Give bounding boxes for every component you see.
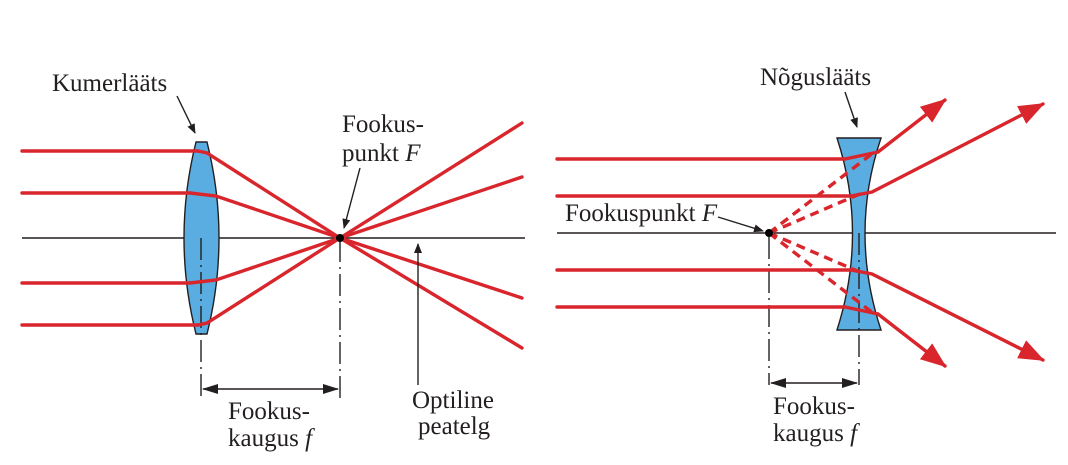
refracted-ray-4 [196,121,524,327]
focus-pointer-left [342,167,361,229]
diverging-ray-4 [843,305,947,368]
focus-label-left-line1: Fookus- [342,111,424,138]
focus-label-right: Fookuspunkt F [565,200,718,227]
convex-lens-label: Kumerlääts [52,70,167,97]
concave-lens-label: Nõguslääts [760,64,871,91]
focus-pointer-right [717,216,764,233]
concave-lens-diagram: Nõguslääts Fookuspunkt F Fookus- kaugus … [555,64,1056,447]
focal-point-right [765,229,773,237]
refracted-ray-3 [188,175,524,285]
focal-distance-label-left-line1: Fookus- [228,398,310,425]
virtual-ray-4 [767,231,875,315]
optical-axis-label-line2: peatelg [418,413,491,440]
virtual-ray-3 [768,231,863,275]
virtual-ray-2 [768,191,863,235]
concave-lens-pointer [844,91,858,128]
convex-lens-pointer [176,95,196,134]
refracted-ray-1 [196,149,524,350]
focal-distance-label-left-line2: kaugus f [228,425,315,452]
convex-lens-diagram: Kumerlääts Fookus- punkt F Optiline peat… [20,70,525,452]
focal-point-left [336,234,344,242]
optical-axis-label-line1: Optiline [412,387,494,414]
focal-distance-label-right-line1: Fookus- [773,393,855,420]
focus-label-left-line2: punkt F [342,140,421,167]
diverging-ray-1 [843,98,947,161]
virtual-ray-1 [767,151,875,235]
focal-distance-label-right-line2: kaugus f [773,420,860,447]
refracted-ray-2 [188,191,524,300]
